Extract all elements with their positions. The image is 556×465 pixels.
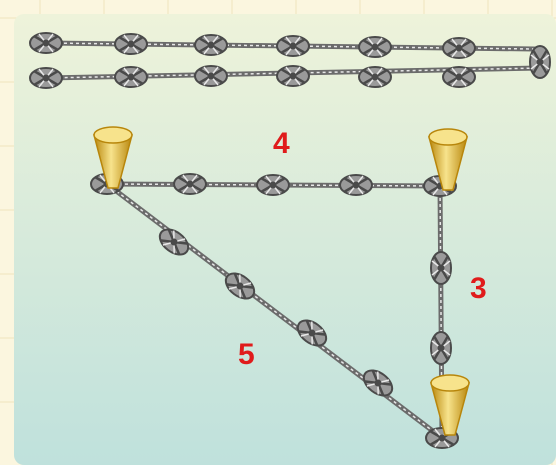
rope-knot-icon <box>529 45 551 79</box>
label-side-hypotenuse: 5 <box>238 338 255 371</box>
label-side-right: 3 <box>470 272 487 305</box>
rope-knot-icon <box>158 228 190 256</box>
rope-knot-icon <box>358 66 392 88</box>
rope-knot-icon <box>224 272 256 300</box>
wooden-stake-icon <box>93 126 133 189</box>
rope-knot-icon <box>194 34 228 56</box>
rope-knot-icon <box>173 173 207 195</box>
rope-knot-icon <box>442 37 476 59</box>
rope-knot-icon <box>430 251 452 285</box>
label-side-top: 4 <box>273 127 290 160</box>
rope-knot-icon <box>296 319 328 347</box>
stakes <box>93 126 470 436</box>
diagram-panel <box>14 14 556 465</box>
rope-knot-icon <box>362 369 394 397</box>
rope-knot-icon <box>358 36 392 58</box>
rope-knot-icon <box>442 66 476 88</box>
rope-knot-icon <box>194 65 228 87</box>
rope-knot-icon <box>276 65 310 87</box>
rope-side-top-twist <box>106 183 441 187</box>
rope-knot-icon <box>339 174 373 196</box>
rope-knot-icon <box>114 33 148 55</box>
rope-knot-icon <box>276 35 310 57</box>
wooden-stake-icon <box>428 128 468 191</box>
rope-knot-icon <box>29 32 63 54</box>
rope-knot-icon <box>256 174 290 196</box>
wooden-stake-icon <box>430 374 470 436</box>
rope-knot-icon <box>29 67 63 89</box>
rope-knot-icon <box>430 331 452 365</box>
rope-knot-icon <box>114 66 148 88</box>
